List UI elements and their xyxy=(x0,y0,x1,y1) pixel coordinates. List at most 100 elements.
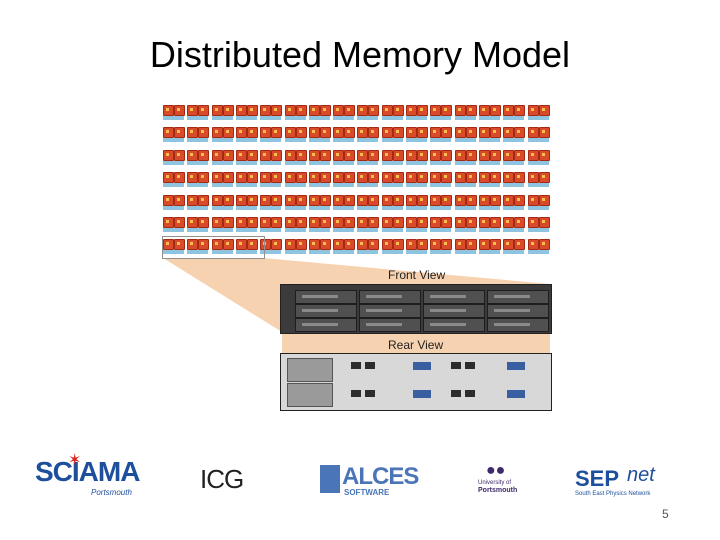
compute-node xyxy=(381,148,404,168)
drive-bay xyxy=(295,304,357,318)
compute-node xyxy=(284,170,307,190)
portsmouth-mark-icon: ●● xyxy=(486,462,506,479)
compute-node xyxy=(430,215,453,235)
compute-node xyxy=(478,170,501,190)
compute-node xyxy=(187,170,210,190)
compute-node xyxy=(333,193,356,213)
compute-node xyxy=(527,148,550,168)
compute-node xyxy=(284,215,307,235)
compute-node xyxy=(235,148,258,168)
compute-node xyxy=(187,215,210,235)
vga-port xyxy=(413,390,431,398)
compute-node xyxy=(187,237,210,257)
alces-logo: ALCES SOFTWARE xyxy=(320,463,419,499)
power-supply xyxy=(287,358,333,382)
sepnet-logo-accent: net xyxy=(627,464,655,486)
compute-node xyxy=(308,148,331,168)
compute-node xyxy=(187,193,210,213)
sciama-logo: SCIAMA Portsmouth ✶ xyxy=(35,448,140,502)
compute-node xyxy=(381,125,404,145)
compute-node xyxy=(308,125,331,145)
compute-node xyxy=(478,237,501,257)
compute-node xyxy=(211,125,234,145)
compute-node xyxy=(260,193,283,213)
network-port xyxy=(451,390,461,397)
sepnet-logo-text: SEP xyxy=(575,466,620,491)
compute-node xyxy=(454,237,477,257)
compute-node xyxy=(381,170,404,190)
compute-node xyxy=(454,215,477,235)
vga-port xyxy=(413,362,431,370)
portsmouth-logo-sub: Portsmouth xyxy=(478,487,518,494)
compute-node xyxy=(357,215,380,235)
compute-node xyxy=(430,170,453,190)
vga-port xyxy=(507,390,525,398)
compute-node xyxy=(454,193,477,213)
power-supply xyxy=(287,383,333,407)
compute-node xyxy=(406,215,428,235)
compute-node xyxy=(430,125,453,145)
drive-bay xyxy=(359,290,421,304)
compute-node xyxy=(527,215,550,235)
compute-node xyxy=(527,125,550,145)
drive-bay xyxy=(487,290,549,304)
compute-node xyxy=(406,237,428,257)
compute-node xyxy=(211,215,234,235)
compute-node xyxy=(211,148,234,168)
rear-view-label: Rear View xyxy=(388,338,444,352)
compute-node xyxy=(333,125,356,145)
drive-bay xyxy=(295,290,357,304)
compute-node xyxy=(430,148,453,168)
compute-node xyxy=(430,103,453,123)
compute-node xyxy=(163,215,185,235)
compute-node xyxy=(527,193,550,213)
compute-node xyxy=(308,170,331,190)
compute-node xyxy=(163,103,185,123)
drive-bay xyxy=(487,304,549,318)
compute-node xyxy=(235,170,258,190)
front-view-label: Front View xyxy=(388,268,446,282)
compute-node xyxy=(260,103,283,123)
compute-node xyxy=(187,148,210,168)
compute-node xyxy=(527,237,550,257)
compute-node xyxy=(381,237,404,257)
alces-logo-sub: SOFTWARE xyxy=(344,488,390,497)
sciama-star-icon: ✶ xyxy=(68,452,82,469)
compute-node xyxy=(503,170,526,190)
icg-logo: ICG xyxy=(200,462,250,498)
compute-node xyxy=(454,125,477,145)
compute-node xyxy=(163,170,185,190)
compute-node xyxy=(333,215,356,235)
compute-node xyxy=(211,193,234,213)
compute-node xyxy=(163,125,185,145)
vga-port xyxy=(507,362,525,370)
compute-node xyxy=(235,103,258,123)
network-port xyxy=(351,390,361,397)
sciama-logo-text: SCIAMA xyxy=(35,456,140,487)
compute-node xyxy=(406,125,428,145)
compute-node xyxy=(381,193,404,213)
drive-bay xyxy=(359,304,421,318)
drive-bay xyxy=(295,318,357,332)
network-port xyxy=(351,362,361,369)
compute-node xyxy=(357,125,380,145)
compute-node xyxy=(406,170,428,190)
compute-node xyxy=(308,215,331,235)
drive-bay xyxy=(487,318,549,332)
server-rear-view xyxy=(280,353,552,411)
portsmouth-logo-text: University of xyxy=(478,480,512,486)
alces-antler-icon xyxy=(320,465,340,493)
compute-node xyxy=(357,103,380,123)
compute-node xyxy=(187,125,210,145)
compute-node xyxy=(308,237,331,257)
compute-node xyxy=(357,237,380,257)
university-of-portsmouth-logo: ●● University of Portsmouth xyxy=(478,462,522,498)
compute-node xyxy=(454,103,477,123)
compute-node-grid xyxy=(163,103,553,260)
compute-node xyxy=(211,103,234,123)
compute-node xyxy=(527,170,550,190)
compute-node xyxy=(211,237,234,257)
compute-node xyxy=(308,103,331,123)
compute-node xyxy=(284,125,307,145)
compute-node xyxy=(527,103,550,123)
